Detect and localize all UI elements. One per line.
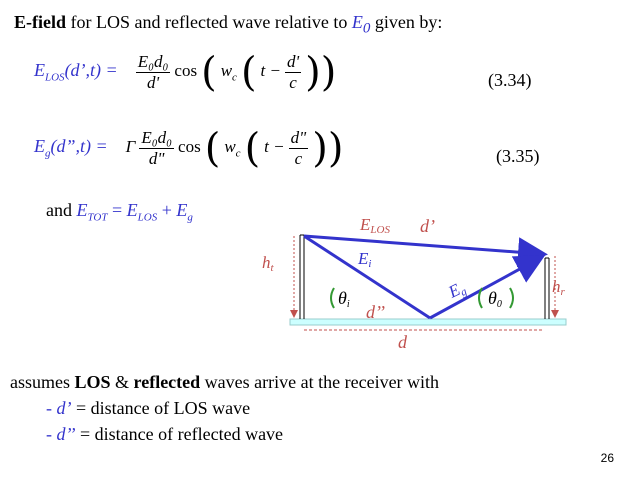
- eq2-cos: cos: [178, 137, 201, 157]
- hr-label: hr: [552, 277, 566, 298]
- intro-text-2: given by:: [370, 12, 443, 32]
- receiver-tower: [544, 257, 550, 319]
- theta-0-label: θ0: [488, 288, 502, 310]
- eq1-inner-fraction: d' c: [285, 52, 302, 92]
- eq2-fraction: E₀d₀ d": [139, 128, 175, 168]
- ground-plane: [289, 318, 567, 326]
- dprime-label: d’: [420, 216, 435, 236]
- theta-0-arc-right: [509, 287, 514, 309]
- intro-e0: E0: [351, 12, 371, 37]
- eq2-gamma: Γ: [125, 137, 136, 157]
- eq2-number: (3.35): [496, 146, 540, 166]
- bullet-los-distance: - d’ = distance of LOS wave: [46, 398, 251, 418]
- eq1-t: t −: [260, 61, 281, 81]
- total-field-line: and ETOT = ELOS + Eg: [46, 200, 193, 224]
- eq2-t: t −: [264, 137, 285, 157]
- eq1-fraction: E₀d₀ d': [135, 52, 171, 92]
- intro-text-1: for LOS and reflected wave relative to: [66, 12, 352, 32]
- eq2-w: wc: [224, 137, 241, 160]
- eq1-number: (3.34): [488, 70, 532, 90]
- equation-3-34: ELOS(d’,t) = E₀d₀ d' cos ( wc ( t − d' c…: [34, 49, 337, 96]
- equation-3-35: Eg(d”,t) = Γ E₀d₀ d" cos ( wc ( t − d" c…: [34, 125, 344, 172]
- d-label: d: [398, 332, 408, 352]
- ei-label: Ei: [357, 249, 371, 270]
- incident-ray: [303, 234, 431, 320]
- ht-label: ht: [262, 253, 275, 274]
- los-ray: [303, 234, 548, 268]
- bullet-reflected-distance: - d’’ = distance of reflected wave: [46, 424, 284, 444]
- assumption-line: assumes LOS & reflected waves arrive at …: [10, 372, 440, 392]
- intro-bold-term: E-field: [14, 12, 66, 32]
- theta-0-arc-left: [478, 287, 483, 309]
- eq2-inner-fraction: d" c: [288, 128, 309, 168]
- intro-line: E-field for LOS and reflected wave relat…: [14, 12, 442, 38]
- page-number: 26: [600, 451, 614, 465]
- theta-i-label: θi: [338, 288, 350, 310]
- elos-label: ELOS: [359, 215, 390, 236]
- d2prime-label: d’’: [366, 302, 385, 322]
- reflected-ray: [429, 255, 546, 320]
- eq2-lhs: Eg(d”,t) =: [34, 136, 108, 160]
- eq1-cos: cos: [174, 61, 198, 81]
- transmitter-tower: [299, 234, 305, 319]
- eq1-lhs: ELOS(d’,t) =: [34, 60, 118, 84]
- eq1-w: wc: [220, 61, 237, 84]
- theta-i-arc-left: [330, 287, 335, 309]
